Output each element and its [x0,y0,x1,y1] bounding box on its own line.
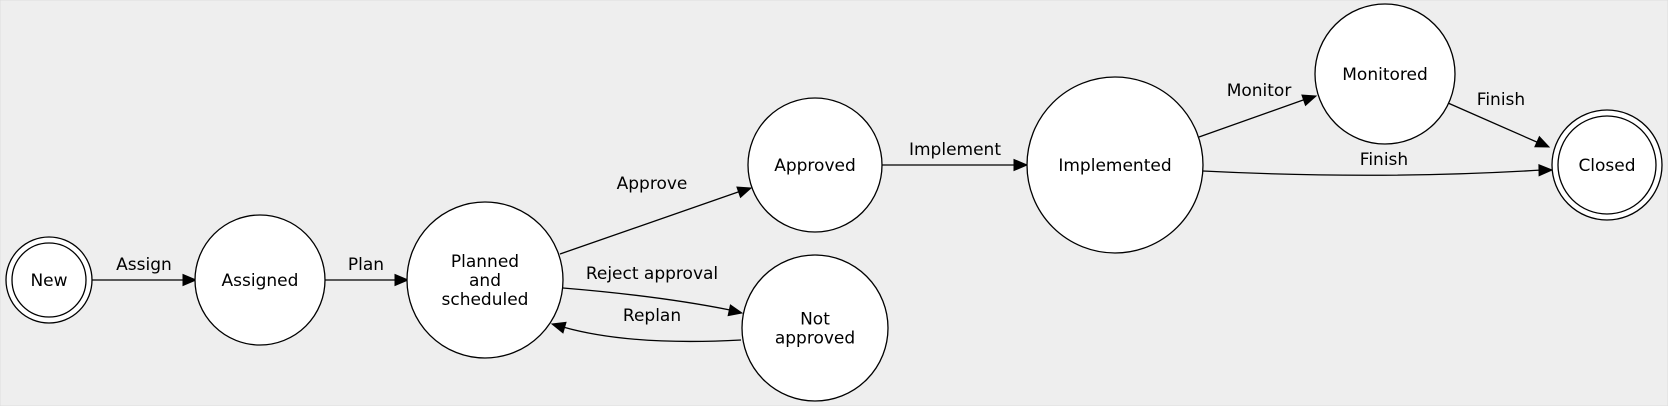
edge-label: Monitor [1227,81,1292,101]
state-node-implemented: Implemented [1026,76,1204,254]
node-label: Not [800,310,830,330]
arrowhead [1301,94,1318,107]
edge-label: Finish [1360,150,1408,170]
arrowhead [550,321,567,334]
edge-label: Replan [623,306,681,326]
node-circle [406,201,564,359]
edge-label: Implement [909,140,1001,160]
node-label: Implemented [1058,156,1171,176]
state-node-assigned: Assigned [194,214,326,346]
edge-implemented-to-monitored: Monitor [1198,81,1318,138]
edge-not_approved-to-planned: Replan [550,306,742,343]
edge-line [1198,98,1307,138]
arrowhead [394,273,410,287]
state-node-approved: Approved [747,97,883,233]
node-circle [1026,76,1204,254]
arrowhead [1538,163,1554,177]
node-label: Approved [774,156,856,176]
edge-label: Plan [348,255,384,275]
edge-label: Approve [617,174,688,194]
edge-line [1202,169,1543,176]
node-label: New [30,271,67,291]
edge-label: Finish [1477,90,1525,110]
state-node-new: New [5,236,93,324]
node-circle [1314,3,1456,145]
edge-label: Assign [116,255,172,275]
edge-approved-to-implemented: Implement [882,140,1029,172]
edge-implemented-to-closed: Finish [1202,150,1554,177]
node-circle [747,97,883,233]
arrowhead [1534,135,1551,148]
node-label: and [469,271,501,291]
node-label: scheduled [442,290,529,310]
edge-monitored-to-closed: Finish [1447,90,1551,148]
node-label: Closed [1578,156,1635,176]
edge-line [562,326,742,343]
node-label: approved [775,329,855,349]
node-circle [741,254,889,402]
edge-planned-to-approved: Approve [559,174,753,255]
arrowhead [727,304,744,317]
edge-line [559,190,742,255]
node-inner-circle [11,242,87,318]
edge-label: Reject approval [586,264,718,284]
edge-assigned-to-planned: Plan [325,255,410,287]
arrowhead [182,273,198,287]
state-node-monitored: Monitored [1314,3,1456,145]
node-label: Monitored [1342,65,1428,85]
state-node-closed: Closed [1551,109,1663,221]
node-inner-circle [1557,115,1657,215]
arrowhead [736,186,753,199]
edge-line [562,287,731,311]
edge-new-to-assigned: Assign [92,255,198,287]
edge-line [1447,102,1540,144]
node-label: Planned [451,252,519,272]
edge-planned-to-not_approved: Reject approval [562,264,744,317]
node-label: Assigned [222,271,299,291]
arrowhead [1013,158,1029,172]
node-circle [194,214,326,346]
